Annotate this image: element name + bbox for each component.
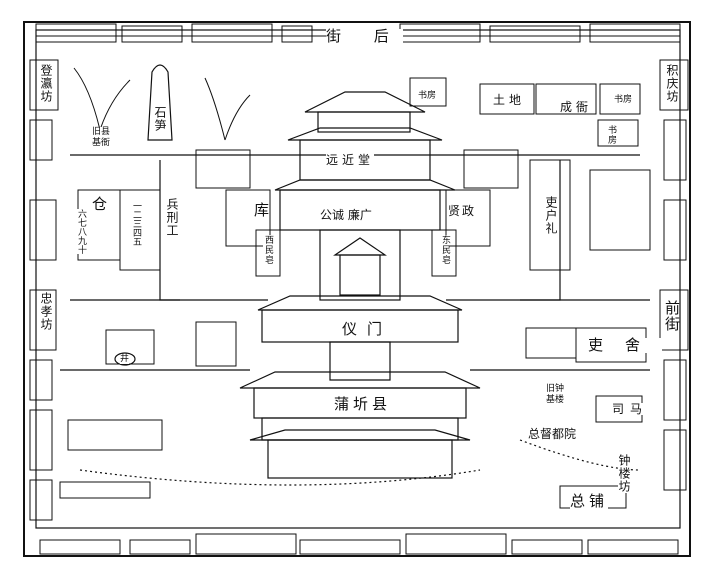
well-label: 井: [120, 354, 130, 364]
xianzheng-label: 贤政: [448, 204, 477, 218]
shi-sun-label: 石笋: [153, 106, 167, 132]
gongcheng-hall-label: 公诚 廉广: [320, 208, 372, 222]
study-room-label-1: 书房: [418, 91, 437, 101]
old-county-label: 旧县基衙: [92, 127, 116, 149]
outer-frame: [23, 21, 691, 557]
granary-numbers: 六七八九十: [76, 209, 86, 254]
tree: [73, 67, 251, 141]
rooms-numbers: 一二三四五: [131, 201, 141, 246]
left-edge-buildings: [29, 59, 59, 521]
treasury-label: 库: [254, 201, 270, 219]
back-street-label: 街 后: [326, 27, 403, 45]
li-she-label: 吏舍: [588, 336, 663, 354]
yuanjin-hall-label: 远近堂: [326, 153, 375, 167]
tudi-label: 土地: [493, 93, 526, 107]
zhonglou-fang-label: 钟楼坊: [617, 454, 631, 493]
dengying-fang-label: 登瀛坊: [39, 64, 53, 103]
li-hu-li-label: 吏户礼: [544, 196, 558, 235]
zong-pu-label: 总铺: [570, 492, 609, 510]
west-minzao-label: 西民皂: [263, 235, 273, 265]
stone-pinnacle: [147, 64, 173, 141]
central-hall-complex: [239, 91, 481, 479]
front-street-label: 前街: [663, 300, 681, 332]
jiqing-fang-label: 积庆坊: [665, 64, 679, 103]
right-edge-buildings: [659, 59, 689, 491]
east-minzao-label: 东民皂: [440, 235, 450, 265]
bing-gong-label: 兵刑工: [165, 198, 179, 237]
side-halls: [59, 77, 651, 509]
county-name-label: 蒲圻县: [334, 395, 392, 413]
study-room-label-2: 书房: [614, 95, 633, 105]
yimen-label: 仪门: [342, 320, 393, 338]
zongdu-yuan-label: 总督都院: [528, 427, 577, 441]
old-bell-tower-label: 旧钟基楼: [546, 384, 566, 406]
path-dots-2: [79, 469, 481, 486]
granary-label: 仓: [92, 195, 108, 213]
bottom-street-buildings: [39, 533, 679, 555]
chenghuang-label: 成衙: [560, 100, 593, 114]
sima-label: 司马: [612, 402, 649, 416]
well-ring: [114, 352, 136, 366]
study-room-label-3: 书房: [606, 125, 616, 145]
zhongxiao-fang-label: 忠孝坊: [39, 292, 53, 331]
